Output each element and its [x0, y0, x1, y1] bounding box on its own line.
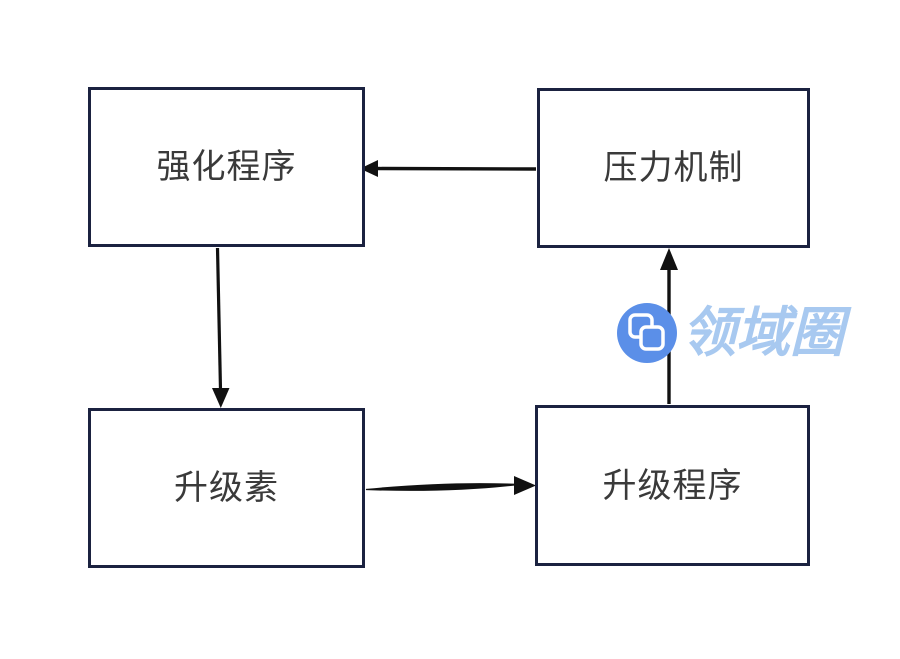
edge-upgrade-program-to-pressure: [660, 248, 678, 404]
node-label: 压力机制: [603, 149, 744, 187]
node-reinforcement-program[interactable]: 强化程序: [88, 87, 365, 247]
node-label: 升级程序: [602, 466, 743, 505]
node-upgrade-element[interactable]: 升级素: [88, 408, 365, 568]
edge-reinforce-to-upgrade-element: [212, 247, 230, 408]
node-label: 强化程序: [156, 148, 297, 186]
edge-upgrade-element-to-upgrade-program: [365, 476, 536, 495]
node-upgrade-program[interactable]: 升级程序: [535, 405, 810, 566]
edge-pressure-to-reinforce: [360, 160, 537, 177]
node-label: 升级素: [174, 469, 279, 507]
node-pressure-mechanism[interactable]: 压力机制: [537, 88, 810, 248]
